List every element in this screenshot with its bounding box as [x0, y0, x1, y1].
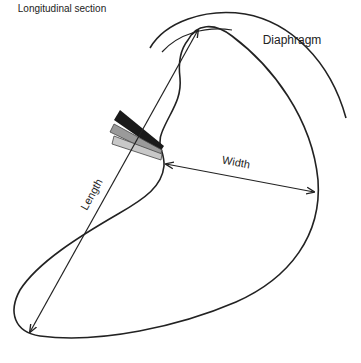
dimension-label: Width	[221, 154, 251, 170]
kidney-outline	[14, 27, 318, 338]
part-label: Diaphragm	[263, 34, 322, 46]
length-arrow	[30, 30, 198, 332]
dimension-label: Length	[79, 177, 105, 212]
section-title: Longitudinal section	[18, 4, 106, 14]
